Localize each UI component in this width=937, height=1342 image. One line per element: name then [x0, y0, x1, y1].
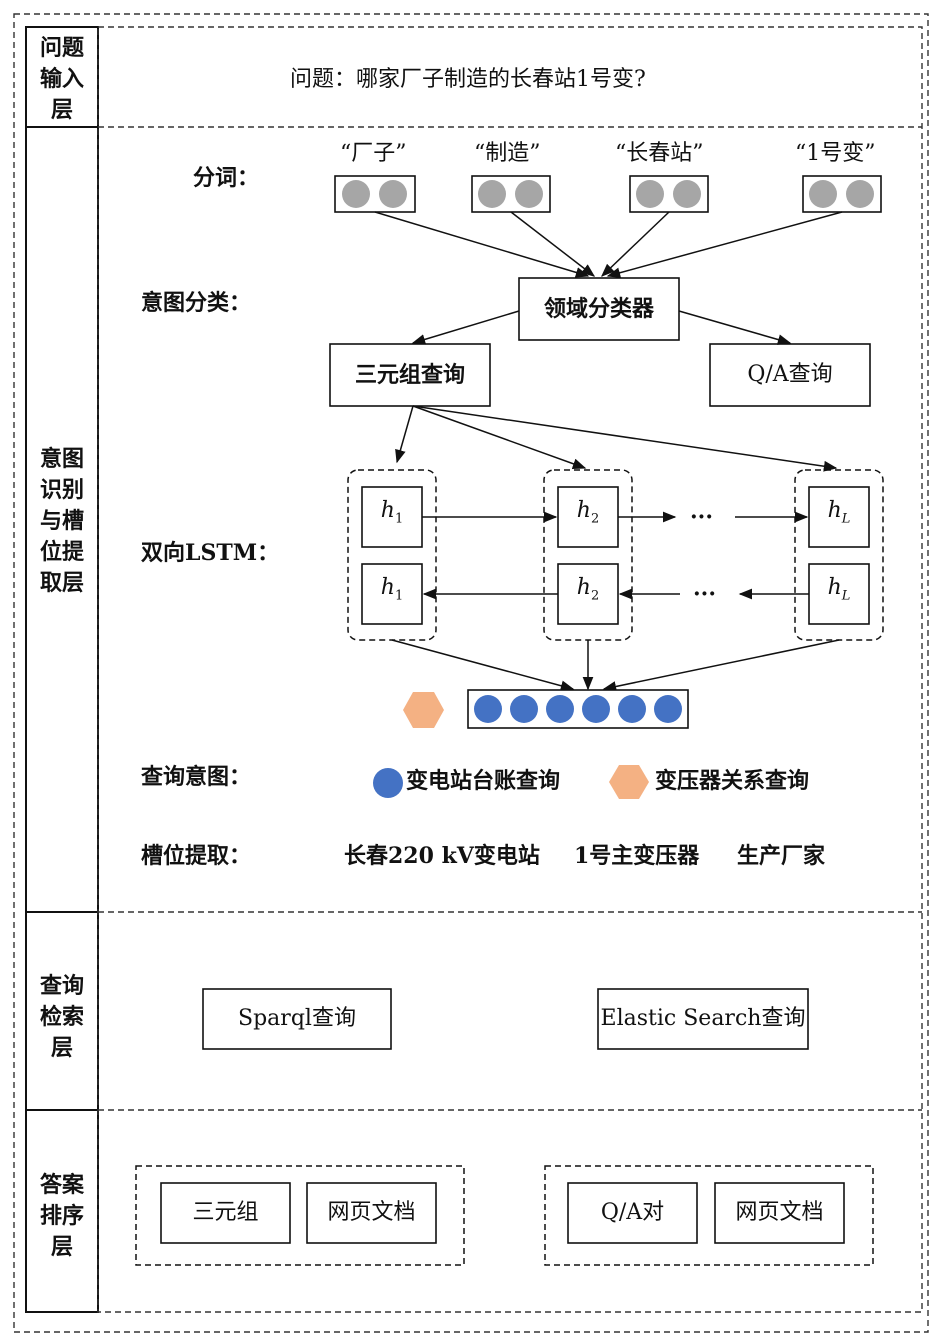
ranking-box-qa [567, 1182, 698, 1244]
token-label-3: “长春站” [615, 141, 704, 166]
token-box-4 [802, 175, 882, 213]
slot-value-2: 1号主变压器 [574, 843, 700, 869]
es-box [597, 988, 809, 1050]
ranking-group-left [135, 1165, 465, 1266]
token-label-1: “厂子” [340, 141, 407, 166]
question-text: 问题：哪家厂子制造的长春站1号变? [290, 67, 646, 92]
lstm-ellipsis-fwd: ··· [690, 504, 713, 530]
token-label-4: “1号变” [795, 141, 876, 166]
legend-hexagon-text: 变压器关系查询 [655, 768, 810, 794]
triple-query-box [329, 343, 491, 407]
layer-retrieval-label: 查询检索层 [39, 973, 84, 1061]
token-box-1 [334, 175, 416, 213]
query-intent-label: 查询意图： [141, 764, 252, 790]
cell-h-fwd-2: h2 [576, 498, 600, 527]
output-vector-dots [474, 695, 682, 723]
qa-query-text: Q/A查询 [747, 362, 833, 387]
lstm-cell-fwd-2 [557, 486, 619, 548]
cell-h-bwd-1: h1 [380, 575, 404, 604]
ranking-group-right [544, 1165, 874, 1266]
lstm-ellipsis-bwd: ··· [693, 581, 716, 607]
slot-extraction-label: 槽位提取： [141, 843, 252, 869]
lstm-cell-fwd-1 [361, 486, 423, 548]
lstm-cell-bwd-2 [557, 563, 619, 625]
token-label-2: “制造” [474, 141, 541, 166]
triple-query-text: 三元组查询 [354, 362, 465, 388]
token-box-3 [629, 175, 709, 213]
legend-circle-icon [373, 768, 403, 798]
legend-hexagon-icon [609, 765, 649, 799]
layer-input-label: 问题输入层 [39, 35, 84, 123]
cell-h-fwd-3: hL [827, 498, 851, 527]
layer-column [25, 26, 99, 1313]
output-hexagon [403, 692, 444, 728]
classifier-text: 领域分类器 [543, 296, 654, 322]
ranking-box-doc-left [306, 1182, 437, 1244]
ranking-doc-left-text: 网页文档 [327, 1200, 416, 1225]
intent-classification-label: 意图分类： [141, 290, 252, 316]
cell-h-fwd-1: h1 [380, 498, 404, 527]
token-arrows [374, 211, 843, 279]
slot-value-3: 生产厂家 [737, 843, 826, 869]
lstm-output-arrows [391, 639, 840, 692]
layer-intent-slot-label: 意图识别与槽位提取层 [39, 446, 84, 596]
triple-to-lstm-arrows [395, 405, 838, 472]
sparql-text: Sparql查询 [238, 1006, 356, 1031]
legend-circle-text: 变电站台账查询 [406, 768, 561, 794]
sparql-box [202, 988, 392, 1050]
es-text: Elastic Search查询 [600, 1006, 806, 1031]
outer-frame [13, 13, 929, 1333]
ranking-box-doc-right [714, 1182, 845, 1244]
lstm-cell-bwd-1 [361, 563, 423, 625]
ranking-doc-right-text: 网页文档 [735, 1200, 824, 1225]
ranking-qa-text: Q/A对 [600, 1200, 665, 1225]
output-vector-box [467, 689, 689, 729]
classifier-box [518, 277, 680, 341]
cell-h-bwd-2: h2 [576, 575, 600, 604]
layer-ranking-label: 答案排序层 [39, 1172, 84, 1260]
ranking-box-triple [160, 1182, 291, 1244]
ranking-triple-text: 三元组 [192, 1200, 259, 1225]
classifier-arrows [411, 310, 792, 345]
segmentation-label: 分词： [193, 165, 260, 191]
qa-query-box [709, 343, 871, 407]
lstm-label: 双向LSTM： [141, 540, 280, 566]
lstm-cell-fwd-3 [808, 486, 870, 548]
slot-value-1: 长春220 kV变电站 [344, 843, 540, 869]
token-box-2 [471, 175, 551, 213]
cell-h-bwd-3: hL [827, 575, 851, 604]
content-frame [97, 26, 923, 1313]
